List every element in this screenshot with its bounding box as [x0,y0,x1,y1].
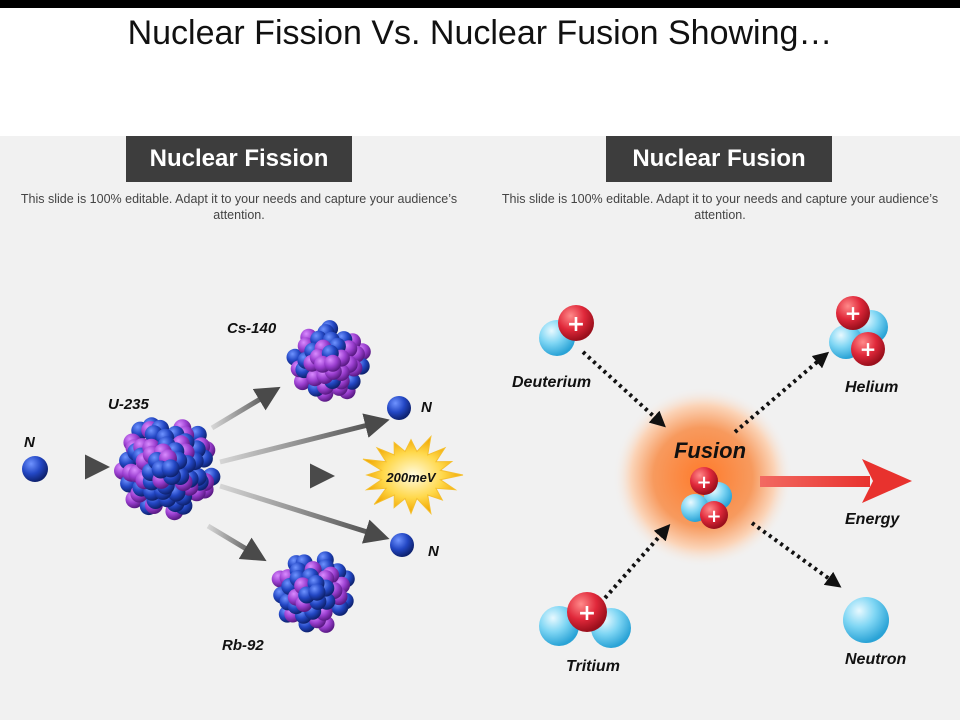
deuterium-atom: + [539,305,594,356]
label-cesium: Cs-140 [227,320,277,337]
slide-title: Nuclear Fission Vs. Nuclear Fusion Showi… [127,14,833,52]
fission-heading: Nuclear Fission [126,136,352,182]
uranium-nucleus [114,417,221,521]
label-neutron-top: N [421,399,433,416]
label-neutron-in: N [24,434,36,451]
label-rubidium: Rb-92 [222,637,264,654]
label-neutron: Neutron [845,651,907,668]
plus-icon: + [706,506,721,527]
fused-nucleus: + + [681,467,732,529]
plus-icon: + [567,312,585,337]
arrow-to-rubidium [206,523,267,562]
label-fusion: Fusion [674,438,746,463]
neutron-out-top [387,396,411,420]
fusion-heading: Nuclear Fusion [606,136,832,182]
cesium-nucleus [286,320,371,402]
incoming-neutron [22,456,48,482]
nucleon [308,583,326,601]
nucleon [324,354,342,372]
label-helium: Helium [845,379,898,396]
plus-icon: + [578,601,596,626]
label-energy: Energy [845,511,900,528]
helium-atom: + + [829,296,888,366]
energy-burst-icon [362,435,464,515]
plus-icon: + [860,337,877,361]
arrow-tritium-to-fusion [603,524,671,600]
arrow-to-neutron-bottom [219,483,390,544]
fusion-diagram: + + + + + + Deuteri [512,296,912,675]
arrow-deuterium-to-fusion [581,350,666,428]
nucleon [161,459,180,478]
tritium-atom: + [539,592,631,648]
label-neutron-bottom: N [428,543,440,560]
arrow-to-cesium [210,386,281,431]
top-bar [0,0,960,8]
fission-diagram: N U-235 Cs-140 Rb-92 N N 200meV [22,320,464,654]
arrow-fusion-to-neutron [750,521,842,588]
arrow-to-neutron-top [219,413,390,465]
neutron-out-bottom [390,533,414,557]
plus-icon: + [845,301,862,325]
fission-description: This slide is 100% editable. Adapt it to… [20,192,458,222]
energy-arrow [760,459,912,503]
label-deuterium: Deuterium [512,374,591,391]
label-uranium: U-235 [108,396,150,413]
label-energy-release: 200meV [385,470,436,485]
fusion-description: This slide is 100% editable. Adapt it to… [501,192,939,222]
rubidium-nucleus [271,551,355,633]
plus-icon: + [696,472,711,493]
label-tritium: Tritium [566,658,620,675]
arrow-fusion-to-helium [733,351,830,434]
neutron-particle [843,597,889,643]
